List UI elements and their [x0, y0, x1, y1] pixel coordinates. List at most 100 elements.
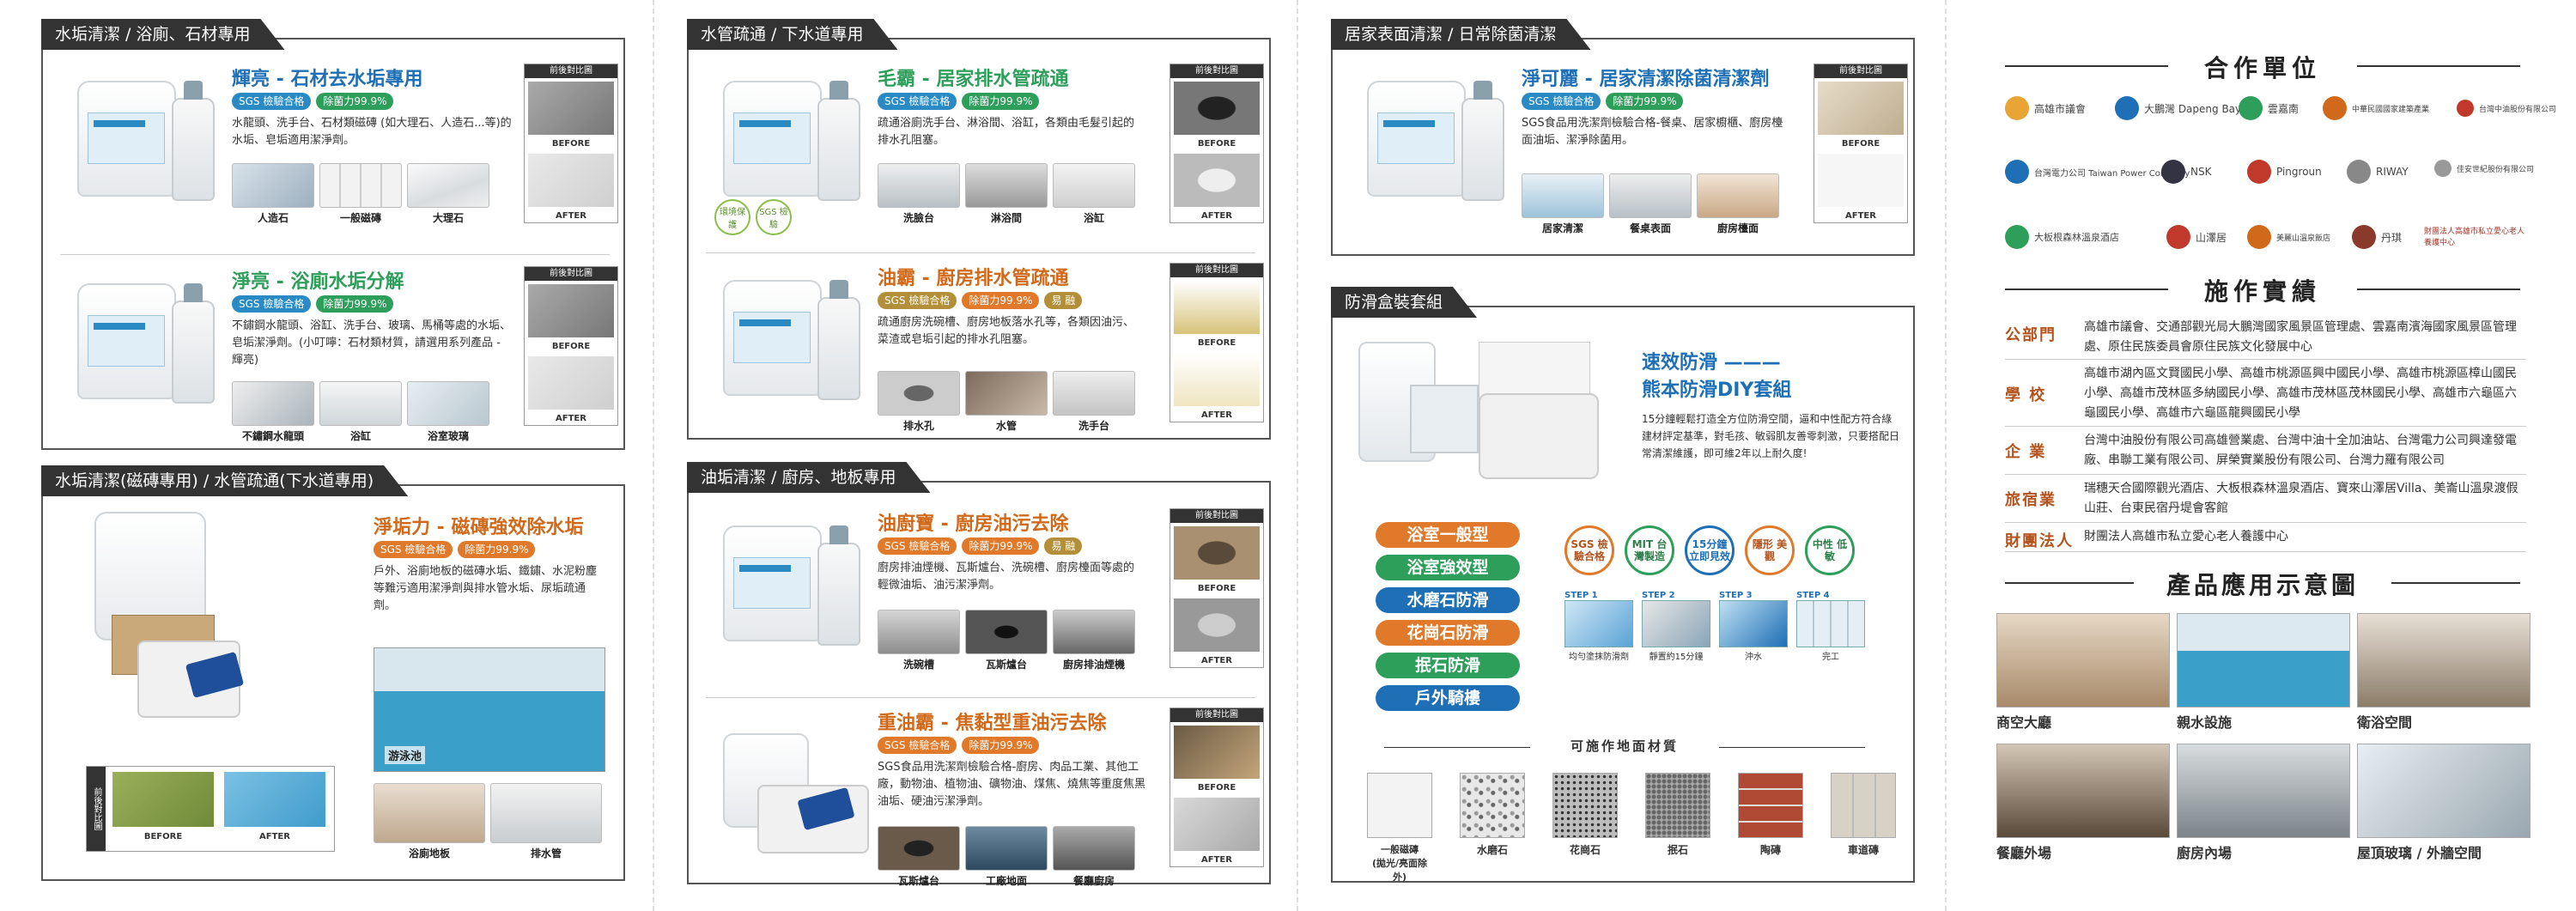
product-desc: 水龍頭、洗手台、石材類磁磚 (如大理石、人造石...等)的水垢、皂垢適用潔淨劑。	[232, 117, 512, 147]
pool-photo: 游泳池	[374, 647, 605, 772]
cat-government-desc: 高雄市議會、交通部觀光局大鵬灣國家風景區管理處、雲嘉南濱海國家風景區管理處、原住…	[2084, 320, 2517, 354]
thumb-sink: 洗臉台	[878, 163, 960, 225]
product-desc: 戶外、浴廁地板的磁磚水垢、鐵鏽、水泥粉塵等難污適用潔淨劑與排水管水垢、尿垢疏通劑…	[374, 565, 598, 612]
section-home-surface: 居家表面清潔 / 日常除菌清潔 淨可麗 - 居家清潔除菌清潔劑 SGS 檢驗合格…	[1331, 38, 1915, 256]
cat-enterprise: 企 業	[2005, 443, 2047, 461]
title-rule-left	[2005, 65, 2168, 67]
section-header: 油垢清潔 / 廚房、地板專用	[687, 462, 930, 493]
sgs-badge: SGS 檢驗合格	[232, 93, 312, 110]
feature-sgs: SGS 檢驗合格	[1564, 525, 1614, 575]
product-desc: 疏通浴廁洗手台、淋浴間、浴缸，各類由毛髮引起的排水孔阻塞。	[878, 117, 1135, 147]
impl-title: 施作實績	[2203, 277, 2321, 306]
divider	[60, 254, 610, 255]
material-terrazzo: 水磨石	[1460, 773, 1525, 857]
thumb-glass: 浴室玻璃	[407, 381, 489, 443]
product-huiliang: 輝亮 - 石材去水垢專用 SGS 檢驗合格除菌力99.9% 水龍頭、洗手台、石材…	[60, 64, 618, 244]
seal-sgs: SGS 檢驗	[756, 199, 792, 235]
logo-riway: RIWAY	[2347, 160, 2409, 184]
thumb-marble: 大理石	[407, 163, 489, 225]
cat-enterprise-desc: 台灣中油股份有限公司高雄營業處、台灣中油十全加油站、台灣電力公司興達發電廠、串聯…	[2084, 434, 2517, 467]
logo-pingroun: Pingroun	[2247, 160, 2322, 184]
product-jingliang: 淨亮 - 浴廁水垢分解 SGS 檢驗合格除菌力99.9% 不鏽鋼水龍頭、浴缸、洗…	[60, 266, 618, 446]
pill-arcade: 戶外騎樓	[1376, 685, 1520, 711]
feature-mit: MIT 台灣製造	[1625, 525, 1674, 575]
thumb-bathtub: 浴缸	[319, 381, 402, 443]
logo-shanzeju: 山澤居	[2166, 225, 2227, 249]
pill-granite: 花崗石防滑	[1376, 620, 1520, 646]
material-pebble: 抿石	[1645, 773, 1710, 857]
scene-kitchen: 廚房內場	[2177, 744, 2350, 862]
logo-yunjianan: 雲嘉南	[2239, 96, 2299, 120]
product-desc: SGS食品用洗潔劑檢驗合格-廚房、肉品工業、其他工廠，動物油、植物油、礦物油、煤…	[878, 761, 1146, 808]
power-badge: 除菌力99.9%	[458, 541, 536, 558]
thumb-range-hood: 廚房排油煙機	[1053, 610, 1135, 671]
product-title: 重油霸 - 焦黏型重油污去除	[878, 713, 1107, 734]
scene-roof-glass: 屋頂玻璃 / 外牆空間	[2357, 744, 2530, 862]
kit-bag	[1410, 385, 1479, 453]
material-granite: 花崗石	[1552, 773, 1618, 857]
kit-title-1: 速效防滑 ———	[1642, 352, 1781, 374]
product-desc: SGS食品用洗潔劑檢驗合格-餐桌、居家櫥櫃、廚房檯面油垢、潔淨除菌用。	[1522, 117, 1783, 147]
kit-title-2: 熊本防滑DIY套組	[1642, 380, 1792, 401]
panel-3: 居家表面清潔 / 日常除菌清潔 淨可麗 - 居家清潔除菌清潔劑 SGS 檢驗合格…	[1297, 0, 1945, 911]
product-zhongyouba: 重油霸 - 焦黏型重油污去除 SGS 檢驗合格除菌力99.9% SGS食品用洗潔…	[706, 708, 1264, 887]
title-rule-right	[2391, 582, 2520, 584]
panel-4: 合作單位 高雄市議會 大鵬灣 Dapeng Bay 雲嘉南 中華民國國家建築產業…	[1945, 0, 2576, 911]
product-youchubao: 油廚寶 - 廚房油污去除 SGS 檢驗合格除菌力99.9%易 融 廚房排油煙機、…	[706, 508, 1264, 689]
power-badge: 除菌力99.9%	[962, 537, 1040, 555]
pill-pebble: 抿石防滑	[1376, 653, 1520, 678]
scene-dining: 餐廳外場	[1996, 744, 2170, 862]
pill-bath-general: 浴室一般型	[1376, 522, 1520, 548]
cat-government: 公部門	[2005, 326, 2057, 344]
product-title: 淨垢力 - 磁磚強效除水垢	[374, 517, 584, 538]
logo-dabanggen: 大板根森林溫泉酒店	[2005, 225, 2119, 249]
thumb-artificial-stone: 人造石	[232, 163, 314, 225]
sgs-badge: SGS 檢驗合格	[878, 292, 957, 309]
section-scale-stone: 水垢清潔 / 浴廁、石材專用 輝亮 - 石材去水垢專用 SGS 檢驗合格除菌力9…	[41, 38, 625, 450]
product-desc: 不鏽鋼水龍頭、浴缸、洗手台、玻璃、馬桶等處的水垢、皂垢潔淨劑。(小叮嚀：石材類材…	[232, 319, 512, 367]
thumb-drain-hole: 排水孔	[878, 371, 960, 433]
thumb-restaurant-kitchen: 餐廳廚房	[1053, 826, 1135, 888]
product-jingkeli: 淨可麗 - 居家清潔除菌清潔劑 SGS 檢驗合格除菌力99.9% SGS食品用洗…	[1350, 64, 1908, 252]
section-header: 水垢清潔 / 浴廁、石材專用	[41, 19, 284, 50]
product-image	[60, 266, 223, 404]
cat-foundation: 財團法人	[2005, 532, 2074, 550]
product-image	[60, 64, 223, 201]
logo-meilishan: 美麗山溫泉飯店	[2247, 225, 2330, 249]
title-rule-left	[2005, 582, 2134, 584]
sgs-badge: SGS 檢驗合格	[878, 737, 957, 754]
kit-basin	[1479, 393, 1599, 479]
panel-2: 水管疏通 / 下水道專用 毛霸 - 居家排水管疏通 SGS 檢驗合格除菌力99.…	[653, 0, 1297, 911]
product-title: 油霸 - 廚房排水管疏通	[878, 268, 1069, 289]
thumb-tile: 一般磁磚	[319, 163, 402, 225]
logo-jiaan: 佳安世紀股份有限公司	[2434, 160, 2534, 177]
thumb-table-surface: 餐桌表面	[1609, 173, 1692, 235]
logo-danqi: 丹琪	[2352, 225, 2402, 249]
section-antislip-kit: 防滑盒裝套組 速效防滑 ——— 熊本防滑DIY套組 15分鐘輕鬆打造全方位防滑空…	[1331, 306, 1915, 883]
feature-invisible: 隱形 美觀	[1745, 525, 1795, 575]
logo-dapeng: 大鵬灣 Dapeng Bay	[2115, 96, 2241, 120]
section-header: 水垢清潔(磁磚專用) / 水管疏通(下水道專用)	[41, 465, 408, 496]
thumb-gas-stove: 瓦斯爐台	[965, 610, 1048, 671]
logo-aixin: 財團法人高雄市私立愛心老人養護中心	[2424, 228, 2525, 247]
fresh-badge: 易 融	[1044, 537, 1083, 555]
sgs-badge: SGS 檢驗合格	[232, 295, 312, 313]
cat-hospitality: 旅宿業	[2005, 491, 2057, 509]
section-grease: 油垢清潔 / 廚房、地板專用 油廚寶 - 廚房油污去除 SGS 檢驗合格除菌力9…	[687, 481, 1271, 887]
kit-desc: 15分鐘輕鬆打造全方位防滑空間，逼和中性配方符合綠建材評定基準，對毛孩、敏弱肌友…	[1642, 413, 1900, 459]
pill-bath-strong: 浴室強效型	[1376, 555, 1520, 580]
thumb-kitchen-sink: 洗碗槽	[878, 610, 960, 671]
cat-school-desc: 高雄市湖內區文賢國民小學、高雄市桃源區興中國民小學、高雄市桃源區樟山國民小學、高…	[2084, 367, 2517, 420]
product-title: 油廚寶 - 廚房油污去除	[878, 513, 1069, 535]
thumb-wash-basin: 洗手台	[1053, 371, 1135, 433]
title-rule-right	[2357, 288, 2520, 290]
